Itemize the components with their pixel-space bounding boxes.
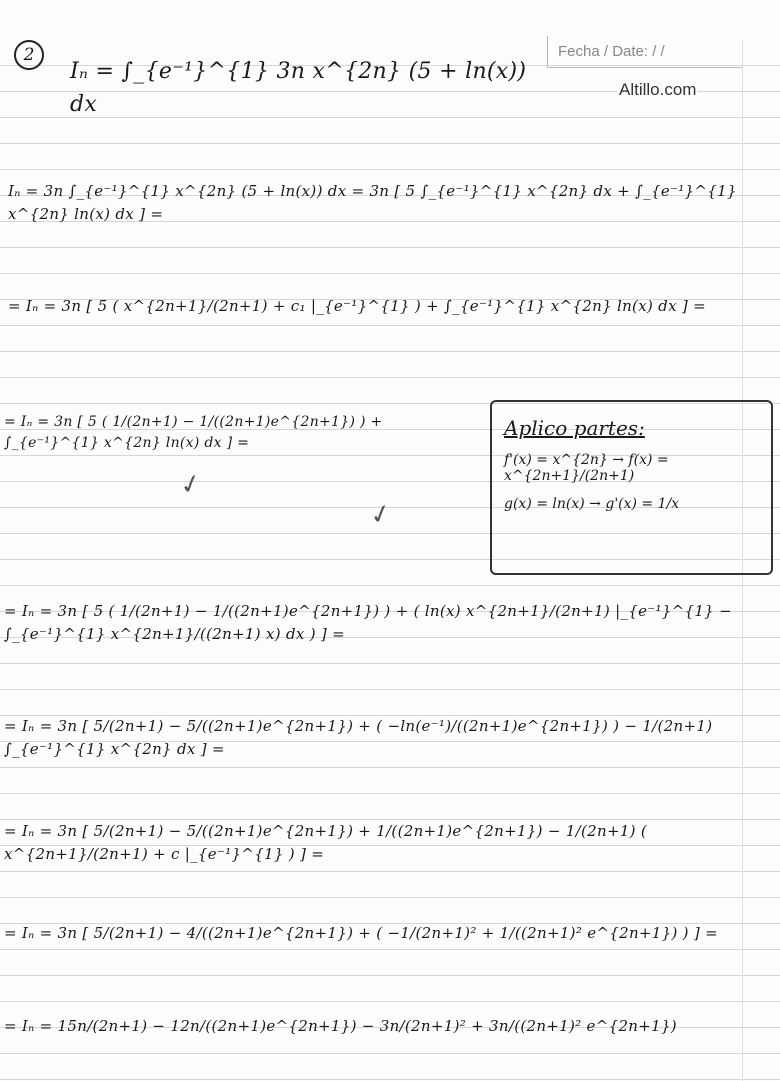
equation-line-4: = Iₙ = 3n [ 5 ( 1/(2n+1) − 1/((2n+1)e^{2…: [4, 414, 383, 451]
margin-line: [742, 40, 743, 1081]
equation-line-7: = Iₙ = 3n [ 5/(2n+1) − 5/((2n+1)e^{2n+1}…: [4, 822, 648, 863]
equation-line-8: = Iₙ = 3n [ 5/(2n+1) − 4/((2n+1)e^{2n+1}…: [4, 924, 718, 942]
equation-line-1: Iₙ = ∫_{e⁻¹}^{1} 3n x^{2n} (5 + ln(x)) d…: [70, 59, 527, 117]
exercise-number: 2: [14, 40, 44, 70]
equation-line-3: = Iₙ = 3n [ 5 ( x^{2n+1}/(2n+1) + c₁ |_{…: [8, 297, 707, 315]
parts-row-f: f'(x) = x^{2n} → f(x) = x^{2n+1}/(2n+1): [504, 452, 669, 484]
equation-line-5: = Iₙ = 3n [ 5 ( 1/(2n+1) − 1/((2n+1)e^{2…: [4, 602, 732, 643]
ruled-paper: [0, 40, 780, 1081]
parts-row-g: g(x) = ln(x) → g'(x) = 1/x: [504, 496, 680, 512]
equation-line-6: = Iₙ = 3n [ 5/(2n+1) − 5/((2n+1)e^{2n+1}…: [4, 717, 713, 758]
equation-line-2: Iₙ = 3n ∫_{e⁻¹}^{1} x^{2n} (5 + ln(x)) d…: [8, 182, 737, 223]
brand-watermark: Altillo.com: [617, 80, 699, 100]
integration-by-parts-box: Aplico partes: f'(x) = x^{2n} → f(x) = x…: [490, 400, 773, 575]
date-field: Fecha / Date: / /: [547, 36, 742, 68]
equation-line-9: = Iₙ = 15n/(2n+1) − 12n/((2n+1)e^{2n+1})…: [4, 1017, 677, 1035]
parts-title: Aplico partes:: [504, 416, 645, 440]
